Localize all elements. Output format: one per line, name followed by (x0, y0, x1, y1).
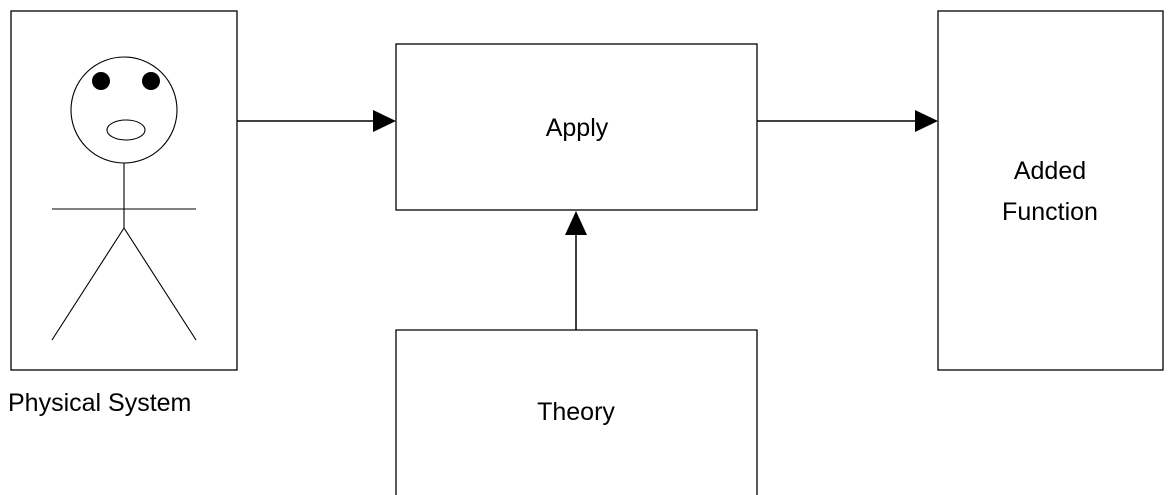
edge-theory-to-apply (565, 211, 587, 330)
mouth (106, 119, 146, 141)
stick-figure-icon (51, 56, 197, 341)
left-eye (92, 72, 110, 90)
apply-node: Apply (395, 43, 758, 211)
theory-node: Theory (395, 329, 758, 495)
added-function-node: Added Function (937, 10, 1164, 371)
physical-system-node (10, 10, 238, 371)
theory-label: Theory (537, 398, 615, 426)
arrowhead-right (373, 110, 396, 132)
added-function-label-line2: Function (1002, 198, 1098, 226)
arrowhead-right (915, 110, 938, 132)
added-function-label-line1: Added (1014, 157, 1086, 185)
right-eye (142, 72, 160, 90)
apply-box (395, 43, 758, 211)
edge-physical-system-to-apply (237, 110, 396, 132)
physical-system-label: Physical System (8, 389, 191, 417)
added-function-box (937, 10, 1164, 371)
arrowhead-up (565, 211, 587, 235)
edge-apply-to-added-function (757, 110, 938, 132)
apply-label: Apply (546, 114, 609, 142)
